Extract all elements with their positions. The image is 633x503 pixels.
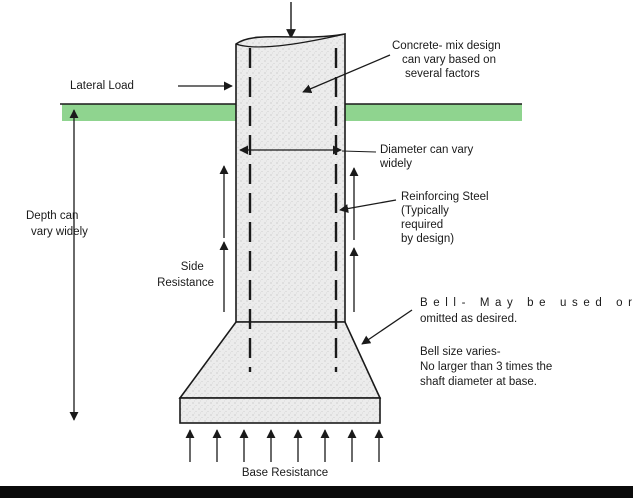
shaft-top-ellipse <box>235 33 346 48</box>
bell-size-label: Bell size varies- No larger than 3 times… <box>420 346 556 388</box>
concrete-mix-line-1: Concrete- mix design <box>392 40 501 52</box>
diameter-label: Diameter can vary widely <box>379 144 477 170</box>
bell-size-line-1: Bell size varies- <box>420 346 501 358</box>
depth-line-2: vary widely <box>31 226 88 238</box>
base-resistance-arrows <box>185 429 384 462</box>
lateral-load-label: Lateral Load <box>70 80 134 92</box>
base-slab <box>179 397 381 424</box>
diameter-line-2: widely <box>379 158 412 170</box>
concrete-mix-line-3: several factors <box>405 68 480 80</box>
reinforcing-line-4: by design) <box>401 233 454 245</box>
shaft-body <box>235 33 346 323</box>
bottom-bar <box>0 486 633 498</box>
bell <box>178 321 382 399</box>
leader-diameter <box>341 150 377 153</box>
bell-size-line-3: shaft diameter at base. <box>420 376 537 388</box>
bell-label: Bell- May be used or omitted as desired. <box>420 297 633 325</box>
side-resistance-line-2: Resistance <box>157 277 214 289</box>
reinforcing-line-1: Reinforcing Steel <box>401 191 489 203</box>
arrow-left-icon <box>361 309 413 345</box>
base-resistance-label: Base Resistance <box>242 467 328 479</box>
concrete-mix-line-2: can vary based on <box>402 54 496 66</box>
side-resistance-line-1: Side <box>181 261 204 273</box>
depth-label: Depth can vary widely <box>26 210 88 238</box>
arrow-left-icon <box>302 54 391 93</box>
reinforcing-line-2: (Typically <box>401 205 449 217</box>
reinforcing-line-3: required <box>401 219 443 231</box>
bell-size-line-2: No larger than 3 times the <box>420 361 552 373</box>
side-resistance-label: Side Resistance <box>157 261 214 289</box>
reinforcing-steel-label: Reinforcing Steel (Typically required by… <box>401 191 492 245</box>
arrow-left-icon <box>339 199 397 214</box>
bell-line-2: omitted as desired. <box>420 313 517 325</box>
depth-line-1: Depth can <box>26 210 78 222</box>
diameter-line-1: Diameter can vary <box>380 144 474 156</box>
bell-line-1: Bell- May be used or <box>420 297 632 309</box>
concrete-mix-label: Concrete- mix design can vary based on s… <box>392 40 504 80</box>
